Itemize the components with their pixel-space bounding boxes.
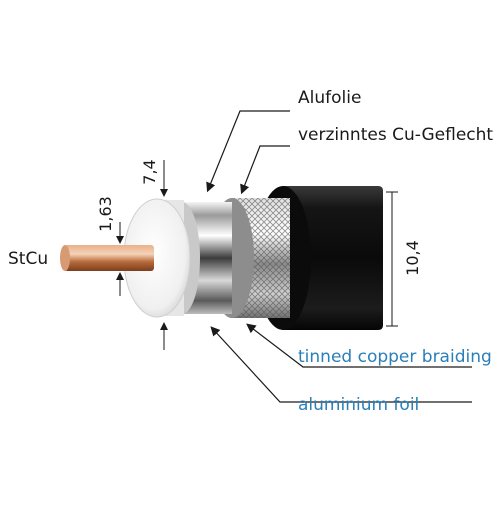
label-alufolie: Alufolie xyxy=(298,88,361,108)
leader-aluminium-foil xyxy=(210,326,472,403)
dim-inner-label: 1,63 xyxy=(96,196,115,232)
label-aluminium-foil: aluminium foil xyxy=(298,395,419,415)
leader-alufolie xyxy=(206,110,290,193)
dim-dielectric-label: 7,4 xyxy=(140,159,159,184)
label-core-material: StCu xyxy=(8,249,48,269)
inner-conductor-tip xyxy=(60,245,70,271)
cable-jacket xyxy=(282,186,383,330)
leader-tinned-braiding xyxy=(246,323,472,368)
inner-conductor xyxy=(64,245,154,271)
label-tinned-braiding: tinned copper braiding xyxy=(298,347,492,367)
leader-geflecht xyxy=(240,145,290,195)
label-geflecht: verzinntes Cu-Geflecht xyxy=(298,125,493,145)
dim-outer-label: 10,4 xyxy=(403,240,422,276)
